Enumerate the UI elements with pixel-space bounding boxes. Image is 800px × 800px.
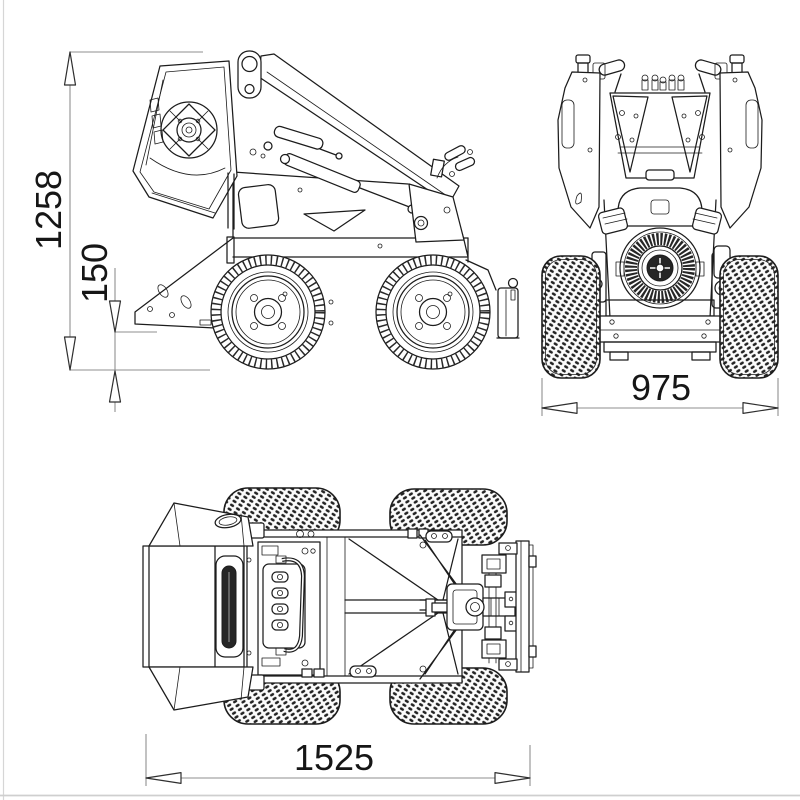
length-dimension: 1525 [145,734,531,786]
ground-clearance-label: 150 [74,243,115,303]
top-view [142,487,537,725]
rear-right-tire [719,255,779,379]
side-front-wheel [210,254,326,370]
side-view [132,50,520,370]
overall-width-label: 975 [631,367,691,408]
hydraulic-caps [641,74,685,91]
left-fender [557,71,601,229]
height-dimension: 1258 [28,51,210,371]
width-dimension: 975 [541,367,779,416]
overall-height-label: 1258 [28,170,69,250]
engine [591,169,731,361]
rear-hitch-plate [498,540,537,673]
side-bucket [132,60,238,230]
right-fender [719,71,763,229]
clearance-dimension: 150 [74,243,157,412]
hydraulic-manifold [271,555,306,656]
rear-axle-cluster [419,534,519,680]
top-view-bucket [142,502,254,711]
side-rear-wheel [375,254,491,370]
overall-length-label: 1525 [294,737,374,778]
rear-left-tire [541,255,601,379]
rear-view [541,54,779,379]
